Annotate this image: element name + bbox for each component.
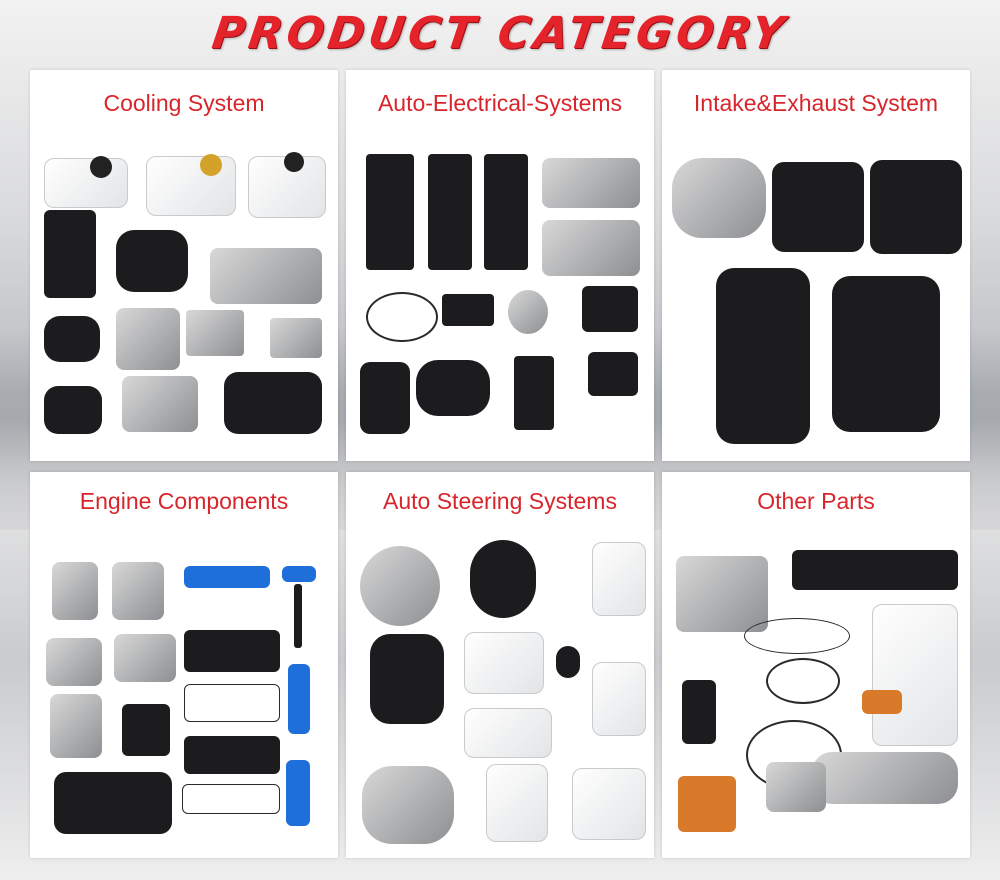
pedal-sensor-image (360, 362, 410, 434)
product-images (662, 472, 970, 858)
intake-manifold-image (832, 276, 940, 432)
product-images (30, 70, 338, 461)
ignition-coil-image (184, 566, 270, 588)
category-title: Intake&Exhaust System (693, 90, 939, 116)
vvt-solenoid-image (122, 704, 170, 756)
ignition-coil-image (294, 584, 302, 648)
wiper-motor-image (542, 158, 640, 208)
fuel-pump-image (50, 694, 102, 758)
water-pump-image (116, 230, 188, 292)
reservoir-cap-image (284, 152, 304, 172)
ignition-coil-image (288, 664, 310, 734)
wiper-linkage-image (812, 752, 958, 804)
window-switch-image (428, 154, 472, 270)
throttle-body-image (772, 162, 864, 252)
category-card-cooling-system[interactable]: Cooling System (30, 70, 338, 461)
category-title: Other Parts (757, 488, 875, 514)
power-steering-pump-image (470, 540, 536, 618)
category-card-intake-exhaust-system[interactable]: Intake&Exhaust System (662, 70, 970, 461)
category-card-engine-components[interactable]: Engine Components (30, 472, 338, 858)
oil-cooler-image (270, 318, 322, 358)
power-steering-pump-image (370, 634, 444, 724)
gasket-image (184, 684, 280, 722)
reservoir-image (592, 542, 646, 616)
window-switch-image (366, 154, 414, 270)
ignition-coil-image (286, 760, 310, 826)
climate-control-panel-image (792, 550, 958, 590)
category-title: Auto-Electrical-Systems (377, 90, 623, 116)
reservoir-image (572, 768, 646, 840)
reservoir-image (592, 662, 646, 736)
oil-cooler-image (186, 310, 244, 356)
sensor-connector-image (862, 690, 902, 714)
intake-manifold-image (716, 268, 810, 444)
electric-water-pump-image (44, 316, 100, 362)
product-images (346, 70, 654, 461)
category-title: Auto Steering Systems (383, 488, 617, 514)
valve-cover-image (54, 772, 172, 834)
door-lock-actuator-image (514, 356, 554, 430)
gasket-image (182, 784, 280, 814)
steering-hose-image (556, 646, 580, 678)
fuel-pump-image (114, 634, 176, 682)
pressure-sensor-image (682, 680, 716, 744)
valve-cover-image (184, 630, 280, 672)
window-switch-image (484, 154, 528, 270)
throttle-sensor-image (508, 290, 548, 334)
wiper-motor-image (542, 220, 640, 276)
category-card-auto-steering-systems[interactable]: Auto Steering Systems (346, 472, 654, 858)
blend-door-actuator-image (582, 286, 638, 332)
cable-image (766, 658, 840, 704)
thermostat-housing-image (122, 376, 198, 432)
reservoir-cap-image (90, 156, 112, 178)
fuel-pump-module-image (872, 604, 958, 746)
reservoir-cap-image (200, 154, 222, 176)
product-images (662, 70, 970, 461)
reservoir-image (486, 764, 548, 842)
reservoir-image (464, 632, 544, 694)
oil-pressure-sensor-image (678, 776, 736, 832)
coolant-reservoir-image (146, 156, 236, 216)
electric-water-pump-image (116, 308, 180, 370)
coolant-reservoir-image (248, 156, 326, 218)
thermostat-housing-image (224, 372, 322, 434)
cable-image (744, 618, 850, 654)
product-images (30, 472, 338, 858)
valve-cover-image (184, 736, 280, 774)
page-title: PRODUCT CATEGORY (209, 8, 792, 59)
throttle-body-image (870, 160, 962, 254)
throttle-sensor-image (416, 360, 490, 416)
ignition-coil-image (282, 566, 316, 582)
category-title: Engine Components (79, 488, 289, 514)
product-images (346, 472, 654, 858)
coolant-reservoir-image (44, 158, 128, 208)
category-card-auto-electrical-systems[interactable]: Auto-Electrical-Systems (346, 70, 654, 461)
electric-water-pump-image (44, 386, 102, 434)
power-steering-pump-image (360, 546, 440, 626)
reservoir-image (464, 708, 552, 758)
category-card-other-parts[interactable]: Other Parts (662, 472, 970, 858)
blower-resistor-image (676, 556, 768, 632)
water-outlet-image (44, 210, 96, 298)
window-switch-image (442, 294, 494, 326)
fuel-pump-image (112, 562, 164, 620)
fuel-pump-image (46, 638, 102, 686)
oil-filter-housing-image (210, 248, 322, 304)
blend-door-actuator-image (588, 352, 638, 396)
power-steering-pump-image (362, 766, 454, 844)
neutral-safety-switch-image (766, 762, 826, 812)
category-title: Cooling System (103, 90, 265, 116)
fuel-pump-image (52, 562, 98, 620)
harness-image (366, 292, 438, 342)
throttle-body-image (672, 158, 766, 238)
